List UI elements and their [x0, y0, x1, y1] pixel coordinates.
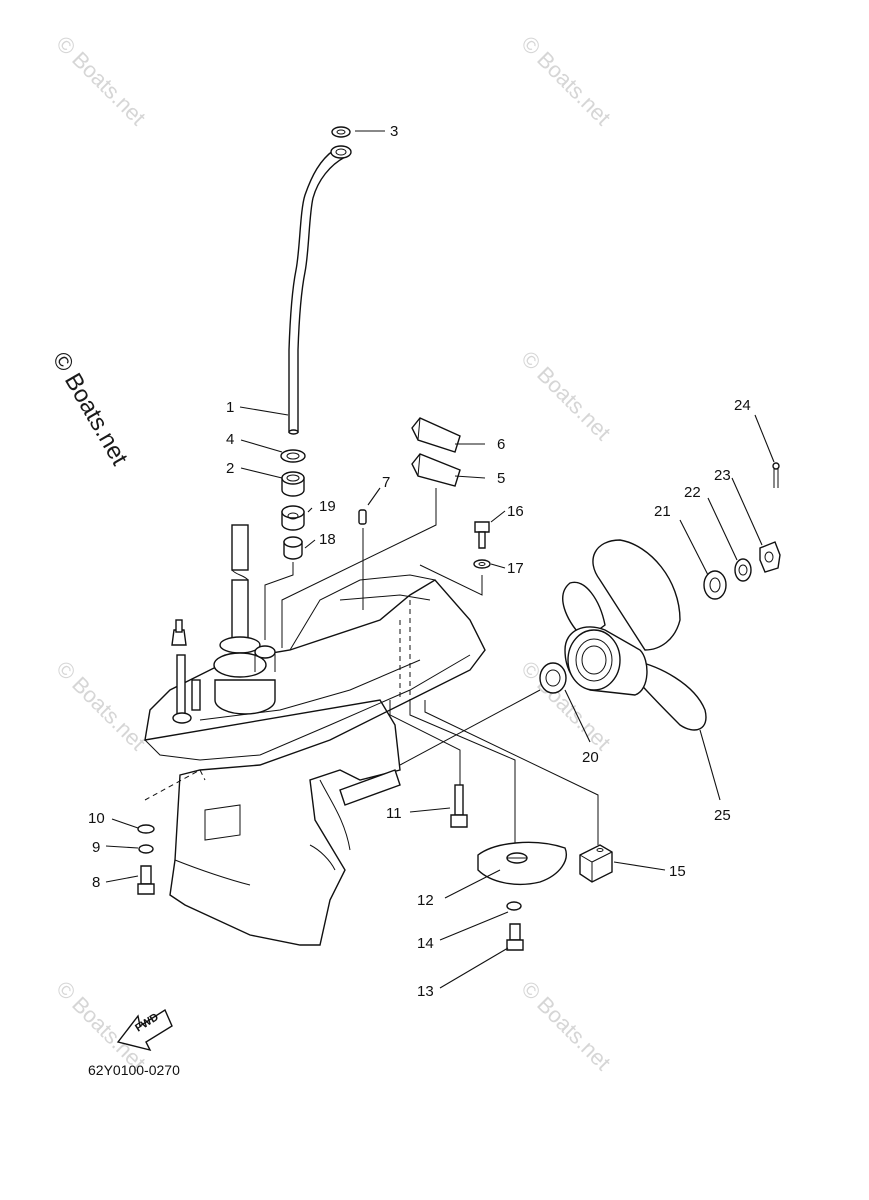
callout-23: 23	[714, 467, 731, 484]
part-6-rubber	[411, 417, 461, 453]
part-21-spacer	[703, 570, 727, 600]
part-2-seal	[281, 471, 305, 497]
callout-25: 25	[714, 807, 731, 824]
part-14-washer	[506, 901, 522, 911]
callout-8: 8	[92, 874, 100, 891]
callout-6: 6	[497, 436, 505, 453]
callout-5: 5	[497, 470, 505, 487]
part-12-anode-plate	[477, 841, 567, 885]
watermark: © Boats.net	[516, 976, 615, 1075]
watermarks: © Boats.net © Boats.net © Boats.net © Bo…	[47, 31, 616, 1075]
callout-21: 21	[654, 503, 671, 520]
lower-casing	[144, 574, 486, 946]
part-22-washer	[734, 558, 752, 582]
part-4-grommet	[280, 449, 306, 463]
part-8-bolt	[137, 865, 155, 895]
part-10-washer	[137, 824, 155, 834]
watermark: © Boats.net	[516, 31, 615, 130]
callout-1: 1	[226, 399, 234, 416]
part-7-dowel-pin	[358, 509, 367, 525]
callout-3: 3	[390, 123, 398, 140]
watermark: © Boats.net	[516, 346, 615, 445]
callout-9: 9	[92, 839, 100, 856]
part-11-bolt	[450, 784, 468, 828]
part-1-water-tube	[288, 145, 352, 435]
part-17-washer	[473, 559, 491, 569]
assembly-lines	[144, 488, 599, 850]
part-13-bolt	[506, 923, 524, 951]
callout-10: 10	[88, 810, 105, 827]
callout-7: 7	[382, 474, 390, 491]
drive-shaft	[213, 524, 276, 715]
watermark: © Boats.net	[51, 656, 150, 755]
part-15-anode	[579, 844, 613, 883]
prop-shaft	[339, 769, 401, 806]
callout-17: 17	[507, 560, 524, 577]
fwd-arrow: FWD	[116, 1008, 173, 1052]
callout-24: 24	[734, 397, 751, 414]
part-23-nut	[759, 541, 781, 573]
part-18-collar	[283, 536, 303, 560]
watermark: © Boats.net	[51, 31, 150, 130]
callout-4: 4	[226, 431, 234, 448]
callout-18: 18	[319, 531, 336, 548]
callout-14: 14	[417, 935, 434, 952]
part-3-washer	[331, 126, 351, 138]
callout-20: 20	[582, 749, 599, 766]
part-20-thrust-washer	[539, 662, 567, 694]
callout-15: 15	[669, 863, 686, 880]
part-24-cotter-pin	[772, 462, 780, 488]
callout-labels: 1 2 3 4 5 6 7 8 9 10 11 12 13 14 15 16 1…	[88, 123, 751, 1000]
part-19-bushing	[281, 505, 305, 531]
callout-22: 22	[684, 484, 701, 501]
part-5-rubber	[411, 453, 461, 487]
callout-2: 2	[226, 460, 234, 477]
shift-rod	[171, 619, 201, 724]
part-25-propeller	[562, 539, 707, 731]
drawing-code: 62Y0100-0270	[88, 1062, 180, 1078]
watermark-main: © Boats.net	[47, 348, 133, 471]
callout-leaders	[105, 130, 775, 989]
part-16-bolt	[474, 521, 490, 549]
callout-12: 12	[417, 892, 434, 909]
part-9-washer	[138, 844, 154, 854]
callout-16: 16	[507, 503, 524, 520]
callout-19: 19	[319, 498, 336, 515]
callout-11: 11	[386, 805, 402, 822]
callout-13: 13	[417, 983, 434, 1000]
